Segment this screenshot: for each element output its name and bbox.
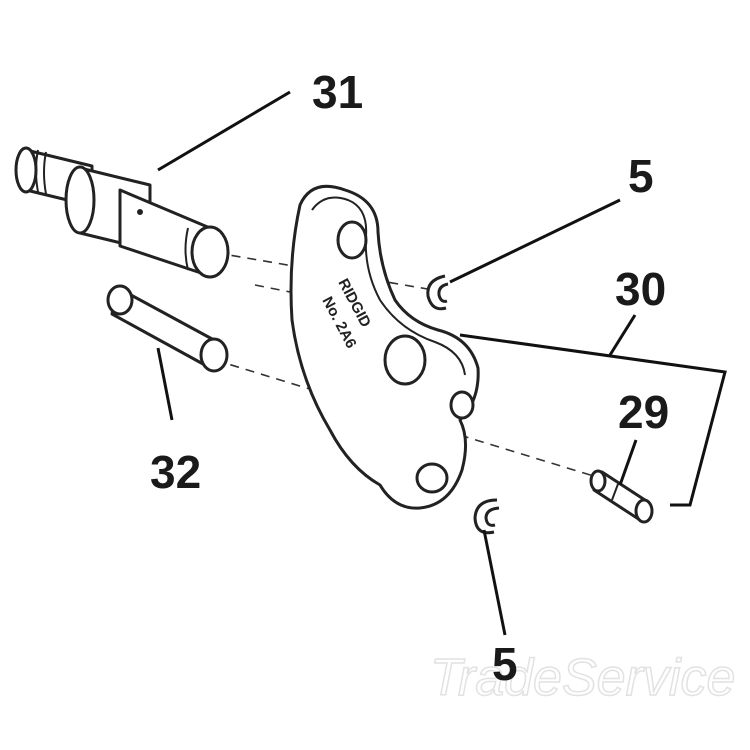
leader-5-bottom: [482, 529, 507, 636]
leader-5-top: [449, 198, 621, 284]
leader-30-branch: [608, 314, 637, 356]
axis-line-lower: [214, 359, 601, 479]
callout-5-top: 5: [628, 150, 654, 202]
callout-29: 29: [618, 386, 669, 438]
callout-5-bottom: 5: [492, 638, 518, 690]
part-31-shaft: [14, 146, 230, 279]
leader-30: [459, 333, 727, 507]
callout-30: 30: [615, 263, 666, 315]
leader-31: [157, 90, 291, 172]
part-30-link-plate: RIDGID No. 2A6: [289, 184, 480, 510]
callout-31: 31: [312, 66, 363, 118]
part-5-retaining-ring-top: [426, 274, 449, 311]
leader-29: [618, 439, 638, 486]
part-29-small-pin: [589, 469, 654, 524]
callout-32: 32: [150, 446, 201, 498]
watermark: TradeService: [430, 649, 735, 707]
part-5-retaining-ring-bottom: [473, 498, 500, 535]
leader-32: [156, 347, 174, 421]
part-32-pin: [106, 284, 229, 373]
